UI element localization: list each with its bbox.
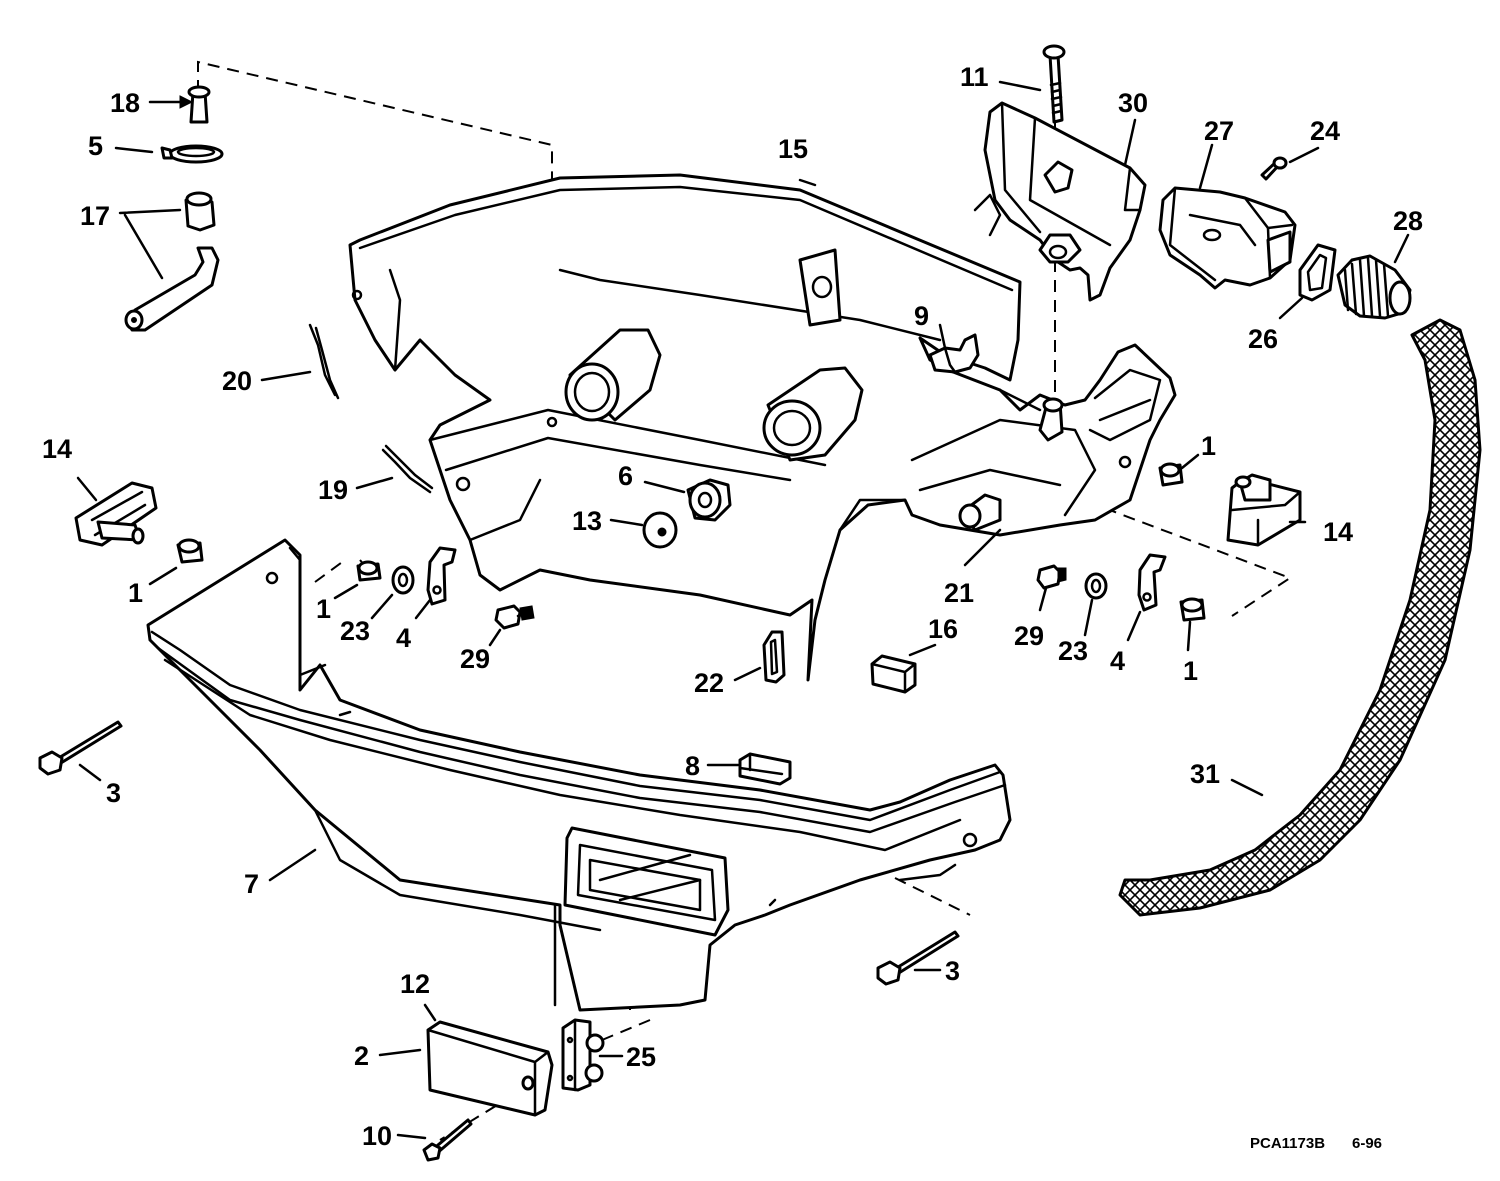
block-part-16	[870, 654, 917, 694]
hose-part-17	[124, 191, 220, 332]
callout-7: 7	[244, 869, 259, 899]
upper-cowl-part-15	[348, 173, 1177, 682]
fitting-part-18	[187, 85, 211, 124]
callout-29-right: 29	[1014, 621, 1044, 651]
callout-20: 20	[222, 366, 252, 396]
cover-plate-part-2	[426, 1020, 554, 1117]
label-leader-12	[423, 1003, 437, 1022]
callout-17: 17	[80, 201, 110, 231]
callout-11: 11	[960, 62, 989, 92]
grommet-part-1d	[1179, 597, 1206, 622]
grommet-part-6	[686, 478, 732, 522]
leader-lines	[76, 80, 1410, 1140]
drawing-code: PCA1173B	[1250, 1135, 1325, 1152]
hose-clamp-part-5	[160, 144, 224, 164]
callout-18: 18	[110, 88, 140, 118]
callout-15: 15	[778, 134, 808, 164]
grommet-part-1c	[1158, 462, 1184, 487]
washer-part-23a	[391, 565, 415, 595]
callout-3-right: 3	[945, 956, 960, 986]
wire-part-19	[381, 444, 434, 494]
callout-6: 6	[618, 461, 633, 491]
bolt-part-11	[1042, 44, 1066, 124]
bracket-part-9	[928, 333, 980, 374]
callout-4-right: 4	[1110, 646, 1125, 676]
callout-1-right: 1	[1201, 431, 1216, 461]
callout-10: 10	[362, 1121, 392, 1151]
callout-2: 2	[354, 1041, 369, 1071]
callout-1-bottom-right: 1	[1183, 656, 1198, 686]
revision-date: 6-96	[1352, 1135, 1382, 1152]
callout-27: 27	[1204, 116, 1234, 146]
callout-19: 19	[318, 475, 348, 505]
latch-part-14-right	[1226, 473, 1302, 547]
callout-9: 9	[914, 301, 929, 331]
screw-part-24	[1260, 156, 1288, 181]
bolt-part-3a	[38, 720, 123, 776]
callout-numbers: 18 5 17 20 19 14 1 1 23 4 29 6 13 22 16 …	[42, 62, 1423, 1151]
pad-part-8	[738, 752, 792, 786]
bolt-part-3b	[876, 930, 960, 986]
lower-cowl-part-7	[146, 538, 1012, 1012]
callout-31: 31	[1190, 759, 1220, 789]
spring-clip-part-20	[308, 323, 340, 400]
callout-21: 21	[944, 578, 974, 608]
callout-30: 30	[1118, 88, 1148, 118]
grommet-part-1b	[356, 560, 382, 582]
callout-8: 8	[685, 751, 700, 781]
washer-part-13	[642, 511, 678, 549]
washer-part-23b	[1084, 572, 1108, 600]
callout-12: 12	[400, 969, 430, 999]
bracket-part-30	[973, 101, 1147, 302]
screw-part-10	[422, 1118, 473, 1162]
callout-24: 24	[1310, 116, 1340, 146]
callout-1-left: 1	[128, 578, 143, 608]
grommet-part-1a	[176, 538, 204, 564]
callout-14-left: 14	[42, 434, 72, 464]
screw-part-29a	[494, 604, 535, 630]
latch-part-14-left	[74, 481, 158, 547]
callout-28: 28	[1393, 206, 1423, 236]
screw-part-29b	[1036, 564, 1067, 590]
callout-5: 5	[88, 131, 103, 161]
duct-part-27	[1158, 186, 1297, 290]
callout-23-left: 23	[340, 616, 370, 646]
gasket-part-26	[1298, 243, 1337, 302]
callout-3-left: 3	[106, 778, 121, 808]
callout-25: 25	[626, 1042, 656, 1072]
retainer-part-25	[561, 1018, 605, 1092]
mesh-seal-part-31	[1118, 318, 1482, 917]
callout-4-left: 4	[396, 623, 411, 653]
callout-16: 16	[928, 614, 958, 644]
callout-26: 26	[1248, 324, 1278, 354]
callout-1-mid: 1	[316, 594, 331, 624]
hook-part-4b	[1137, 553, 1167, 612]
callout-29-left: 29	[460, 644, 490, 674]
callout-14-right: 14	[1323, 517, 1353, 547]
boot-part-28	[1336, 254, 1412, 320]
hook-part-4a	[426, 546, 457, 606]
callout-22: 22	[694, 668, 724, 698]
grommet-part-22	[762, 630, 786, 684]
callout-13: 13	[572, 506, 602, 536]
drawing-reference: PCA1173B 6-96	[1250, 1135, 1382, 1152]
callout-23-right: 23	[1058, 636, 1088, 666]
